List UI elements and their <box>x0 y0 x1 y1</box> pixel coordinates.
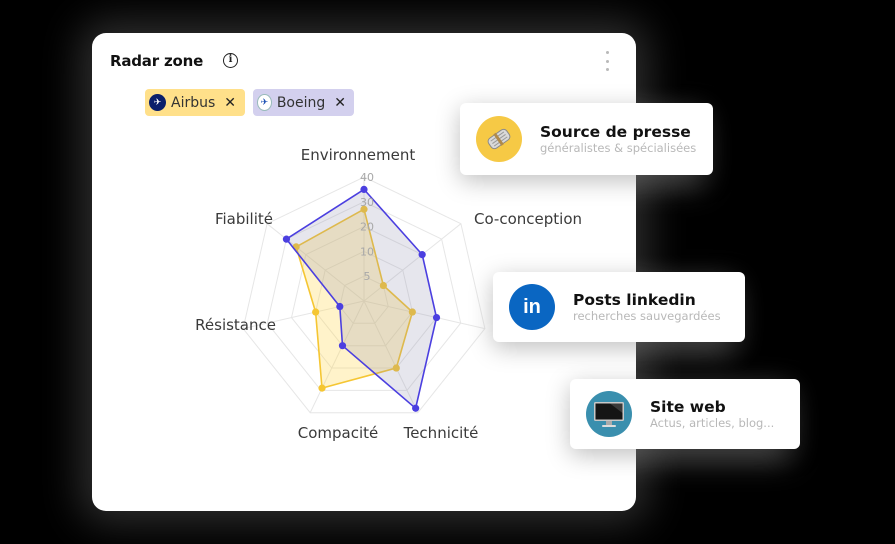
data-point[interactable] <box>392 364 400 372</box>
data-point[interactable] <box>432 313 441 322</box>
grid-ring <box>315 250 413 347</box>
grid-spoke <box>363 300 419 413</box>
data-point[interactable] <box>412 404 420 412</box>
grid-ring <box>242 176 486 414</box>
linkedin-icon: in <box>509 284 555 330</box>
kebab-menu-icon[interactable] <box>602 51 612 71</box>
source-title: Source de presse <box>540 123 691 141</box>
chip-airbus: ✈ Airbus ✕ <box>145 89 245 116</box>
source-title: Site web <box>650 398 726 416</box>
axis-label: Compacité <box>298 424 379 442</box>
tick-label: 5 <box>364 270 371 283</box>
tick-label: 30 <box>360 196 374 209</box>
source-subtitle: généralistes & spécialisées <box>540 141 697 155</box>
data-point[interactable] <box>379 281 387 290</box>
boeing-logo-icon: ✈ <box>257 94 272 111</box>
axis-label: Environnement <box>301 146 416 164</box>
chip-label: Boeing <box>276 94 326 111</box>
chip-boeing: ✈ Boeing ✕ <box>253 89 354 116</box>
source-title: Posts linkedin <box>573 291 696 309</box>
chip-label: Airbus <box>171 94 216 111</box>
data-point[interactable] <box>282 235 291 243</box>
card-title: Radar zone <box>110 52 204 70</box>
newspaper-icon <box>476 116 522 162</box>
grid-spoke <box>266 223 365 302</box>
data-point[interactable] <box>360 185 368 193</box>
series-area-airbus <box>295 208 414 389</box>
axis-label: Résistance <box>195 316 276 334</box>
data-point[interactable] <box>360 205 368 213</box>
grid-spoke <box>309 300 365 413</box>
data-point[interactable] <box>418 251 426 259</box>
data-point[interactable] <box>336 302 344 311</box>
airbus-logo-icon: ✈ <box>149 94 166 111</box>
info-icon[interactable]: i <box>223 53 238 68</box>
grid-spoke <box>242 300 365 330</box>
axis-label: Fiabilité <box>215 210 273 228</box>
source-card-linkedin[interactable]: in Posts linkedin recherches sauvegardée… <box>493 272 745 342</box>
source-subtitle: recherches sauvegardées <box>573 309 721 323</box>
grid-ring <box>266 201 462 391</box>
data-point[interactable] <box>408 308 416 316</box>
data-point[interactable] <box>318 384 326 392</box>
monitor-icon <box>586 391 632 437</box>
tick-label: 20 <box>360 221 374 234</box>
tick-label: 40 <box>360 171 374 184</box>
grid-spoke <box>363 300 486 330</box>
series-area-boeing <box>285 188 438 410</box>
radar-chart: 5 10 20 30 40 EnvironnementCo-conceptionTechn… <box>195 146 582 442</box>
tick-label: 10 <box>360 245 374 258</box>
remove-airbus-icon[interactable]: ✕ <box>224 94 237 111</box>
axis-label: Co-conception <box>474 210 582 228</box>
data-point[interactable] <box>338 342 347 350</box>
data-point[interactable] <box>312 308 320 316</box>
source-card-site-web[interactable]: Site web Actus, articles, blog... <box>570 379 800 449</box>
source-subtitle: Actus, articles, blog... <box>650 416 775 430</box>
source-card-presse[interactable]: Source de presse généralistes & spéciali… <box>460 103 713 175</box>
grid-spoke <box>363 223 462 302</box>
axis-label: Technicité <box>403 424 479 442</box>
remove-boeing-icon[interactable]: ✕ <box>334 94 346 111</box>
